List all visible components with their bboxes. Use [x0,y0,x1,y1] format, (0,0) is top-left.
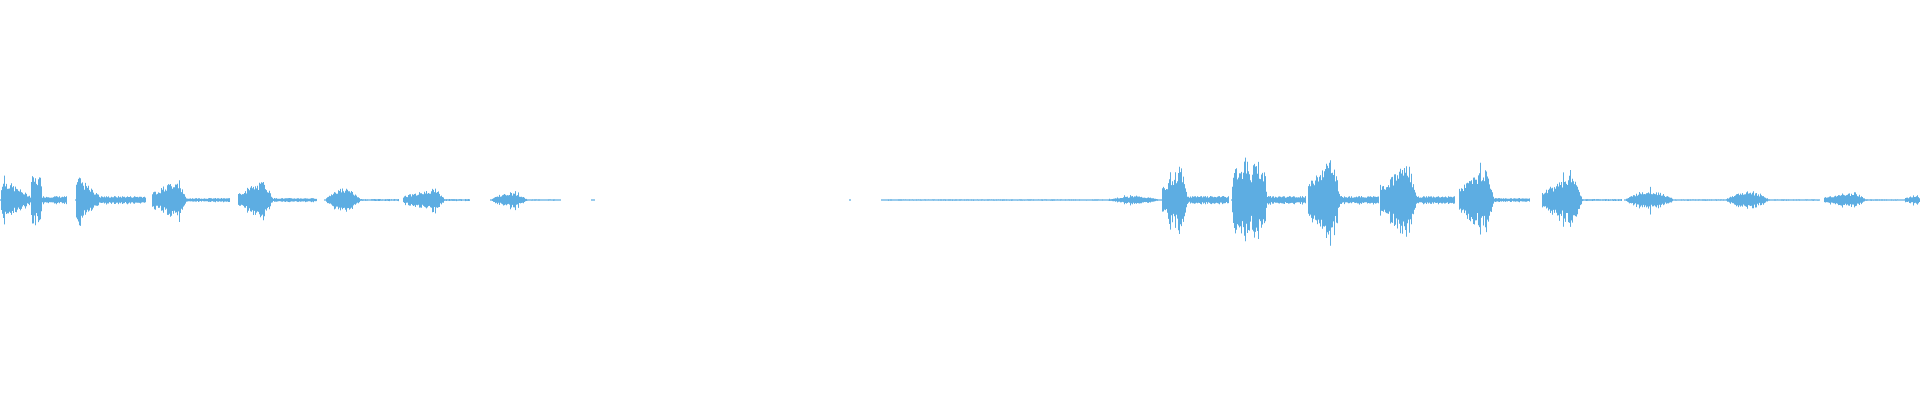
waveform-path [0,157,1920,246]
waveform-channel [0,157,1920,246]
